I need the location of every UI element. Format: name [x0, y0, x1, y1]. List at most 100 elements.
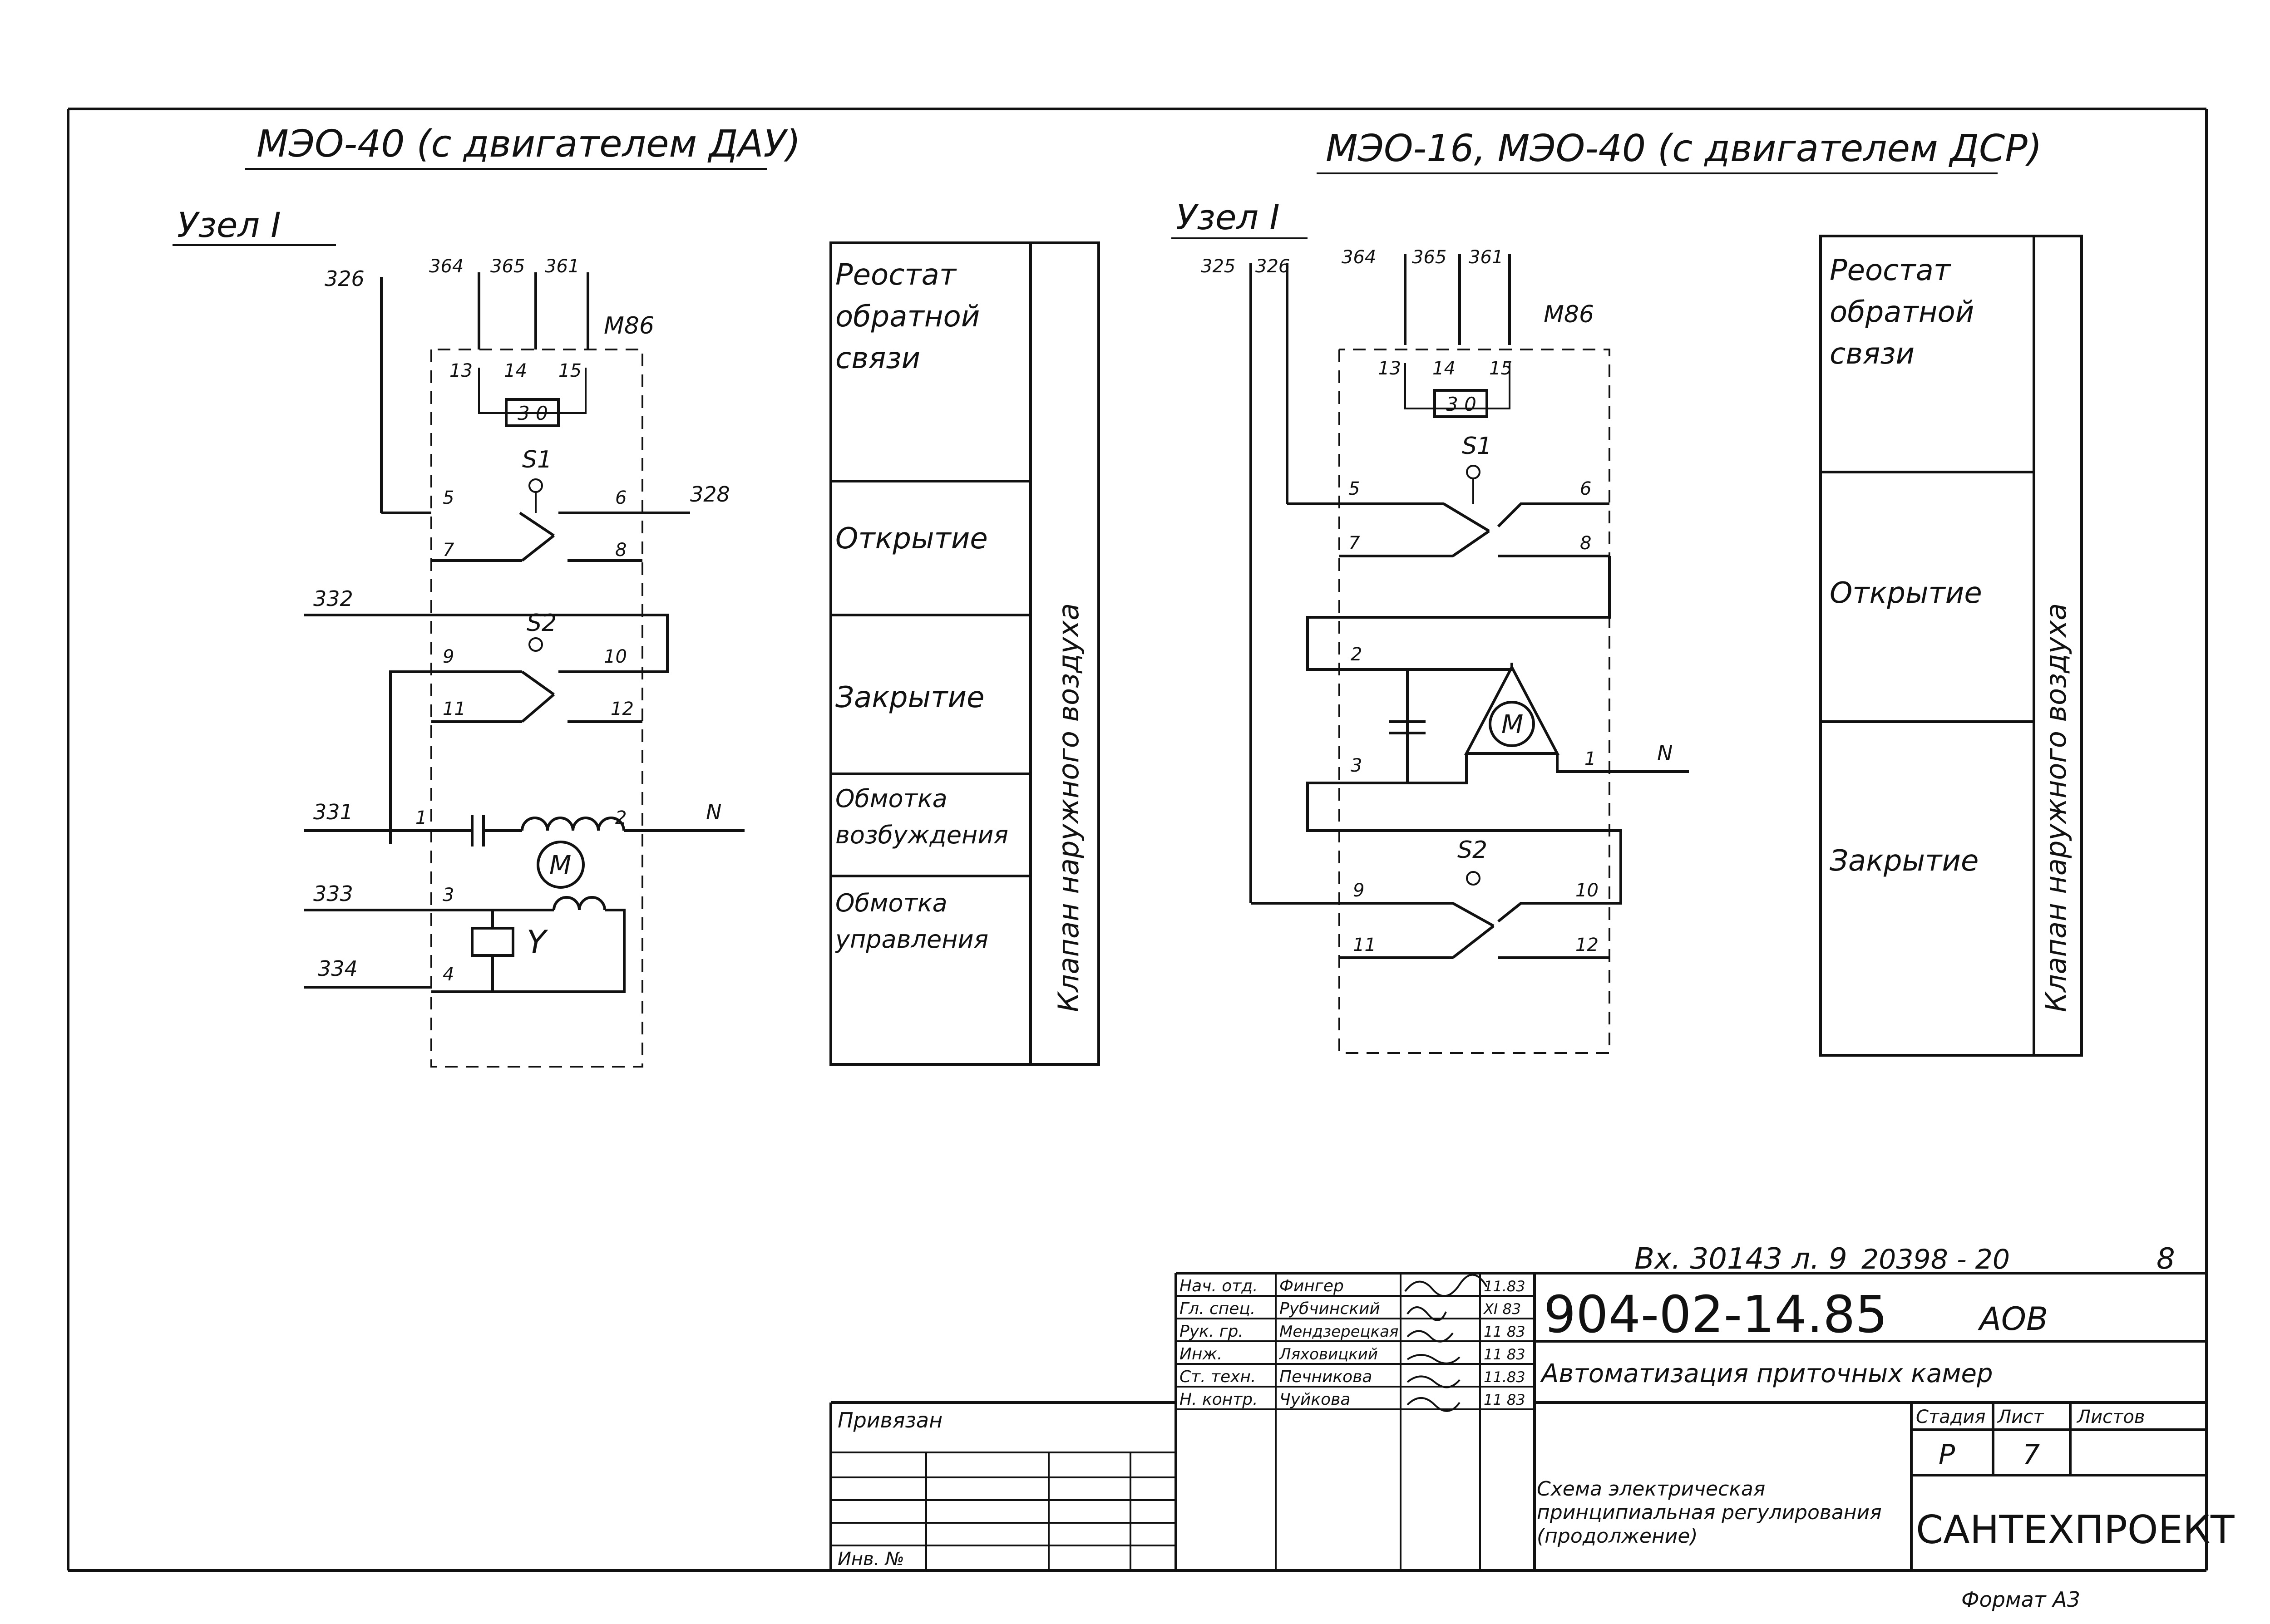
r-pin-11: 11 [1353, 935, 1376, 955]
r-pin-6: 6 [1580, 478, 1591, 499]
left-row-excitation-winding: Обмотка возбуждения [835, 784, 1008, 849]
pin-8: 8 [615, 540, 627, 561]
r-pin-14: 14 [1432, 358, 1456, 379]
pin-4: 4 [443, 964, 454, 985]
connector-label: М86 [604, 312, 654, 340]
r-switch-s1-label: S1 [1462, 433, 1492, 460]
wire-328: 328 [690, 482, 730, 507]
switch-s2-label: S2 [527, 610, 557, 637]
r-switch-s2-label: S2 [1457, 837, 1487, 864]
brake-coil [471, 927, 514, 957]
sig-date-1: XI 83 [1483, 1300, 1521, 1318]
sig-date-3: 11 83 [1484, 1346, 1525, 1363]
motor-symbol [537, 841, 585, 889]
right-function-table: Реостат обратной связи Открытие Закрытие… [1819, 235, 2083, 1057]
right-node-label: Узел I [1176, 197, 1280, 237]
left-schematic: МЭО-40 (с двигателем ДАУ) Узел I 326 364… [173, 123, 800, 1068]
wire-n-left: N [706, 800, 721, 824]
bound-label: Привязан [838, 1408, 943, 1432]
pin-3: 3 [443, 885, 454, 906]
sig-role-3: Инж. [1179, 1345, 1222, 1363]
sig-name-2: Мендзерецкая [1279, 1323, 1398, 1341]
sheet-header: Лист [1997, 1407, 2044, 1427]
pin-5: 5 [443, 487, 454, 508]
wire-331: 331 [313, 800, 353, 824]
sheet-value: 7 [2023, 1439, 2040, 1471]
r-pin-13: 13 [1378, 358, 1401, 379]
r-pin-1: 1 [1584, 748, 1596, 769]
signature-scribble-4 [1406, 1375, 1461, 1388]
left-function-table: Реостат обратной связи Открытие Закрытие… [829, 241, 1100, 1066]
right-schematic: МЭО-16, МЭО-40 (с двигателем ДСР) Узел I… [1171, 127, 2042, 1054]
r-wire-n: N [1657, 741, 1673, 765]
signature-scribble-1 [1406, 1306, 1447, 1321]
sig-role-5: Н. контр. [1179, 1390, 1258, 1409]
wire-364: 364 [429, 256, 464, 277]
r-wire-364: 364 [1342, 247, 1376, 268]
r-pin-9: 9 [1353, 880, 1364, 901]
wire-361: 361 [545, 256, 579, 277]
pin-6: 6 [615, 487, 627, 508]
r-rheostat-box [1433, 389, 1488, 418]
company-name: САНТЕХПРОЕКТ [1916, 1507, 2235, 1553]
pin-14: 14 [504, 360, 527, 381]
sig-date-2: 11 83 [1484, 1323, 1525, 1340]
r-pin-3: 3 [1351, 755, 1362, 776]
left-row-open: Открытие [835, 522, 988, 556]
brake-label: Y [527, 924, 548, 961]
right-row-close: Закрытие [1830, 844, 1979, 878]
left-row-feedback-rheostat: Реостат обратной связи [835, 258, 980, 375]
pin-15: 15 [558, 360, 582, 381]
r-pin-5: 5 [1348, 478, 1360, 499]
wire-334: 334 [318, 956, 358, 981]
title-block: Вх. 30143 л. 9 20398 - 20 8 [829, 1242, 2235, 1612]
left-side-label: Клапан наружного воздуха [1052, 603, 1085, 1012]
left-row-control-winding: Обмотка управления [835, 889, 989, 954]
switch-s1-label: S1 [522, 446, 552, 473]
r-motor-label: M [1501, 710, 1523, 739]
right-row-feedback-rheostat: Реостат обратной связи [1830, 254, 1974, 371]
r-pin-10: 10 [1575, 880, 1599, 901]
format-label: Формат А3 [1961, 1587, 2080, 1612]
sig-name-0: Фингер [1279, 1277, 1344, 1295]
r-connector-label: М86 [1544, 301, 1594, 328]
r-wire-365: 365 [1412, 247, 1446, 268]
drawing-title: Схема электрическая принципиальная регул… [1537, 1477, 1882, 1548]
sheet-frame [67, 108, 2208, 1572]
sig-name-4: Печникова [1279, 1368, 1372, 1386]
r-pin-15: 15 [1489, 358, 1512, 379]
pin-2: 2 [615, 807, 627, 828]
sig-date-4: 11.83 [1484, 1368, 1525, 1386]
pin-12: 12 [611, 699, 634, 719]
right-row-open: Открытие [1830, 576, 1982, 610]
sig-date-0: 11.83 [1484, 1278, 1525, 1295]
sheet-marker: 8 [2156, 1242, 2175, 1276]
pin-11: 11 [443, 699, 466, 719]
sig-name-1: Рубчинский [1279, 1299, 1380, 1318]
right-title: МЭО-16, МЭО-40 (с двигателем ДСР) [1326, 127, 2042, 170]
stage-value: Р [1939, 1439, 1955, 1471]
r-pin-8: 8 [1580, 533, 1591, 554]
doc-suffix: АОВ [1978, 1300, 2048, 1338]
r-pin-7: 7 [1348, 533, 1360, 554]
r-wire-325: 325 [1201, 256, 1235, 277]
pin-10: 10 [604, 646, 627, 667]
r-pin-2: 2 [1351, 644, 1362, 665]
ref-handwritten: Вх. 30143 л. 9 [1634, 1242, 1847, 1276]
wire-332: 332 [313, 586, 353, 611]
signatures: Нач. отд. Фингер 11.83 Гл. спец. Рубчинс… [1179, 1274, 1525, 1412]
wire-326: 326 [325, 266, 365, 291]
sig-date-5: 11 83 [1484, 1391, 1525, 1408]
project-title: Автоматизация приточных камер [1540, 1359, 1993, 1388]
left-title: МЭО-40 (с двигателем ДАУ) [257, 123, 800, 166]
r-motor-symbol [1489, 701, 1535, 747]
sig-role-2: Рук. гр. [1179, 1322, 1244, 1341]
sig-name-3: Ляховицкий [1278, 1345, 1378, 1363]
stage-header: Стадия [1916, 1407, 1985, 1427]
sig-role-4: Ст. техн. [1179, 1368, 1256, 1386]
sig-role-0: Нач. отд. [1179, 1277, 1258, 1295]
rheostat-label: 3 0 [518, 402, 548, 424]
signature-scribble-5 [1406, 1397, 1461, 1412]
signature-scribble-2 [1406, 1330, 1454, 1343]
pin-9: 9 [443, 646, 454, 667]
